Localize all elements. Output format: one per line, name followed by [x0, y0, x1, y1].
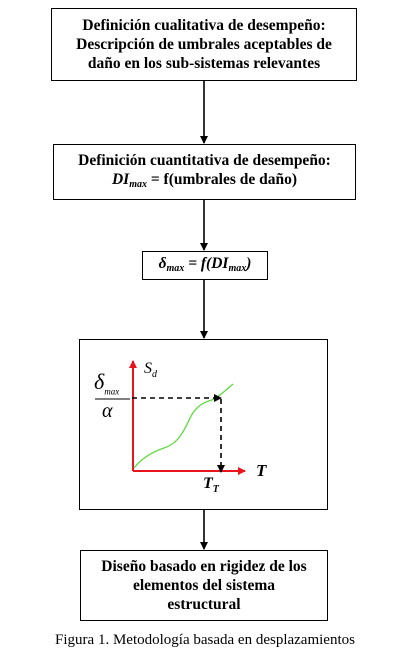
x-axis-label: T: [256, 461, 267, 480]
period-label: TT: [203, 475, 219, 496]
box3-formula: δmax = f(DImax): [159, 254, 252, 278]
box3-middle: = f(DI: [184, 254, 229, 272]
stiffness-design-box: Diseño basado en rigidez de los elemento…: [80, 550, 328, 621]
box3-delta: δ: [158, 254, 167, 272]
delta-max-box: δmax = f(DImax): [142, 251, 268, 280]
box2-line1: Definición cuantitativa de desempeño:: [78, 151, 331, 169]
fraction-denominator: α: [102, 400, 113, 422]
qualitative-performance-box: Definición cualitativa de desempeño: Des…: [51, 8, 357, 81]
box2-di-symbol: DI: [111, 170, 130, 188]
box1-line3: daño en los sub-sistemas relevantes: [87, 55, 321, 72]
figure-caption: Figura 1. Metodología basada en desplaza…: [55, 632, 355, 648]
box3-end: ): [246, 254, 252, 272]
spectrum-graph: [95, 360, 246, 475]
y-axis-label: Sd: [144, 360, 157, 381]
box2-formula: DImax = f(umbrales de daño): [112, 170, 297, 194]
box2-formula-rest: = f(umbrales de daño): [146, 170, 298, 188]
box3-delta-sub: max: [166, 262, 185, 274]
box1-line1: Definición cualitativa de desempeño:: [82, 17, 326, 34]
quantitative-performance-box: Definición cuantitativa de desempeño: DI…: [53, 144, 356, 200]
box5-line3: estructural: [167, 596, 241, 613]
box3-di-sub: max: [228, 262, 247, 274]
spectrum-graph-box: Sd T TT δmax α: [79, 339, 328, 510]
box2-di-sub: max: [129, 178, 147, 190]
spectrum-curve: [133, 383, 234, 469]
fraction-numerator: δmax: [94, 369, 120, 397]
box5-line1: Diseño basado en rigidez de los: [101, 558, 307, 575]
box1-line2: Descripción de umbrales aceptables de: [76, 36, 332, 53]
box5-line2: elementos del sistema: [132, 577, 276, 594]
